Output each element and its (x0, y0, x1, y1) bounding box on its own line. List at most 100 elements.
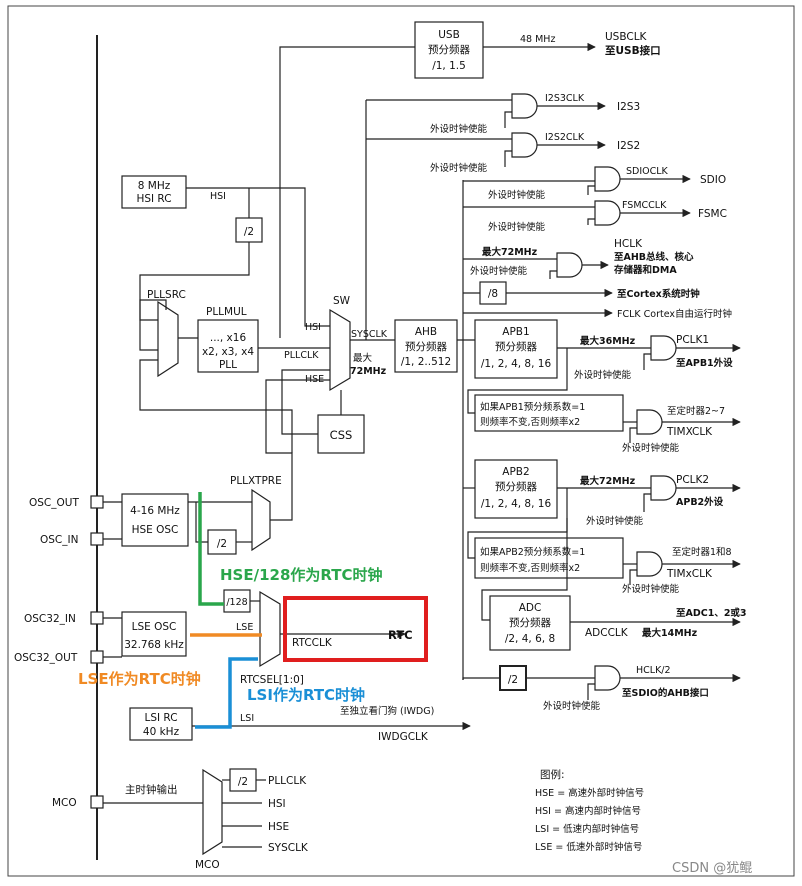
ahb-sub: 预分频器 (405, 340, 447, 353)
apb2-title: APB2 (502, 466, 529, 478)
timx2-enable: 外设时钟使能 (622, 583, 680, 595)
hclk-dest2-label: 存储器和DMA (613, 264, 677, 276)
pllmul-line1: ..., x16 (210, 332, 247, 344)
adc-ratio: /2, 4, 6, 8 (505, 633, 555, 645)
apb1-ratio: /1, 2, 4, 8, 16 (481, 358, 552, 370)
usb-sub: 预分频器 (428, 43, 470, 56)
lsi-out-label: LSI (240, 713, 254, 724)
hclk2-and-gate (594, 665, 621, 691)
pllmul-line2: x2, x3, x4 (202, 346, 254, 358)
lse-annotation: LSE作为RTC时钟 (78, 670, 201, 688)
hse-div2-label: /2 (217, 538, 227, 550)
hclk-name-label: HCLK (614, 238, 643, 250)
timx2-condition-box (474, 537, 624, 579)
mco-pllclk-label: PLLCLK (268, 775, 307, 787)
osc-in-label: OSC_IN (40, 534, 78, 546)
apb1-max: 最大36MHz (580, 335, 636, 347)
hsi-div2-label: /2 (244, 226, 254, 238)
hsi-out-label: HSI (210, 191, 226, 202)
i2s3-enable-label: 外设时钟使能 (430, 123, 488, 135)
hsi-rc-block: 8 MHz HSI RC (121, 175, 187, 209)
usb-prescaler: USB 预分频器 /1, 1.5 (414, 21, 484, 79)
hclk-dest1-label: 至AHB总线、核心 (614, 251, 694, 263)
usb-ratio: /1, 1.5 (432, 60, 466, 72)
timx1-cond1: 如果APB1预分频系数=1 (480, 401, 585, 413)
i2s2-clk-label: I2S2CLK (545, 132, 585, 143)
mco-pin-label: MCO (52, 797, 77, 809)
usb-out-label: USBCLK (605, 31, 648, 43)
lsi-dest: 至独立看门狗 (IWDG) (340, 705, 434, 717)
adc-max: 最大14MHz (642, 627, 698, 639)
timx1-and-gate (636, 409, 663, 435)
pclk1-dest: 至APB1外设 (676, 357, 733, 369)
diagram-frame (7, 5, 795, 877)
lsi-rc-box (129, 707, 193, 741)
adc-sub: 预分频器 (509, 616, 551, 629)
fsmc-and-gate (594, 200, 621, 226)
mco-sel-label: MCO (195, 859, 220, 871)
osc-in-pin (90, 532, 104, 546)
usb-dest-label: 至USB接口 (605, 44, 661, 57)
hsi-name: HSI RC (136, 193, 171, 205)
timx2-clk: TIMxCLK (666, 568, 713, 580)
hclk-enable-label: 外设时钟使能 (470, 265, 528, 277)
pclk1-and-gate (650, 335, 677, 361)
pllmul-title: PLLMUL (206, 306, 247, 318)
hsi-line (186, 187, 330, 327)
hse-osc-freq: 4-16 MHz (130, 505, 180, 517)
ahb-title: AHB (415, 326, 437, 338)
fclk-dest-label: FCLK Cortex自由运行时钟 (617, 308, 732, 320)
i2s2-out-label: I2S2 (617, 140, 640, 152)
hclk2-dest: 至SDIO的AHB接口 (622, 687, 709, 699)
legend: 图例: HSE = 高速外部时钟信号 HSI = 高速内部时钟信号 LSI = … (535, 768, 644, 853)
hclk-and-gate (556, 252, 583, 278)
sw-max2: 72MHz (350, 366, 387, 377)
fsmc-out-label: FSMC (698, 208, 727, 220)
timx2-and-gate (636, 551, 663, 577)
sw-in-pll: PLLCLK (284, 350, 319, 361)
lse-osc-box (121, 611, 187, 657)
hse-div2-box (207, 529, 237, 555)
sw-in-hsi: HSI (305, 322, 321, 333)
usb-freq: 48 MHz (520, 34, 555, 45)
fsmc-enable-label: 外设时钟使能 (488, 221, 546, 233)
css-box (317, 414, 365, 454)
timx1-condition-box (474, 394, 624, 432)
apb2-ratio: /1, 2, 4, 8, 16 (481, 498, 552, 510)
mco-div2-label: /2 (238, 776, 248, 788)
legend-item: HSI = 高速内部时钟信号 (535, 805, 641, 817)
osc-out-label: OSC_OUT (29, 497, 79, 509)
timx2-cond2: 则频率不变,否则频率x2 (480, 562, 580, 574)
hclk2-out: HCLK/2 (636, 665, 671, 676)
mco-pin (90, 795, 104, 809)
i2s2-enable-label: 外设时钟使能 (430, 162, 488, 174)
apb2-enable: 外设时钟使能 (586, 515, 644, 527)
hse-osc-box (121, 493, 189, 547)
rtc-highlight-box (283, 596, 428, 662)
mco-mux (202, 768, 223, 856)
iwdgclk-label: IWDGCLK (378, 731, 429, 743)
legend-item: LSI = 低速内部时钟信号 (535, 823, 639, 835)
pclk2-label: PCLK2 (676, 474, 709, 486)
pclk1-label: PCLK1 (676, 334, 709, 346)
timx1-cond2: 则频率不变,否则频率x2 (480, 416, 580, 428)
adc-dest: 至ADC1、2或3 (676, 607, 747, 619)
legend-title: 图例: (540, 768, 565, 781)
mco-sysclk-label: SYSCLK (268, 842, 309, 854)
apb1-enable: 外设时钟使能 (574, 369, 632, 381)
watermark: CSDN @犹鲲 (672, 861, 752, 876)
apb2-sub: 预分频器 (495, 480, 537, 493)
legend-item: LSE = 低速外部时钟信号 (535, 841, 642, 853)
timx2-cond1: 如果APB2预分频系数=1 (480, 546, 585, 558)
sw-max1: 最大 (353, 352, 373, 364)
lsi-highlight-path (195, 657, 258, 729)
hse-osc-name: HSE OSC (132, 524, 179, 536)
timx2-dest: 至定时器1和8 (672, 546, 732, 558)
pllsrc-mux (157, 300, 179, 378)
apb1-sub: 预分频器 (495, 340, 537, 353)
pllxtpre-label: PLLXTPRE (230, 475, 282, 487)
mco-hsi-label: HSI (268, 798, 286, 810)
timx1-enable: 外设时钟使能 (622, 442, 680, 454)
adcclk-label: ADCCLK (585, 627, 629, 639)
